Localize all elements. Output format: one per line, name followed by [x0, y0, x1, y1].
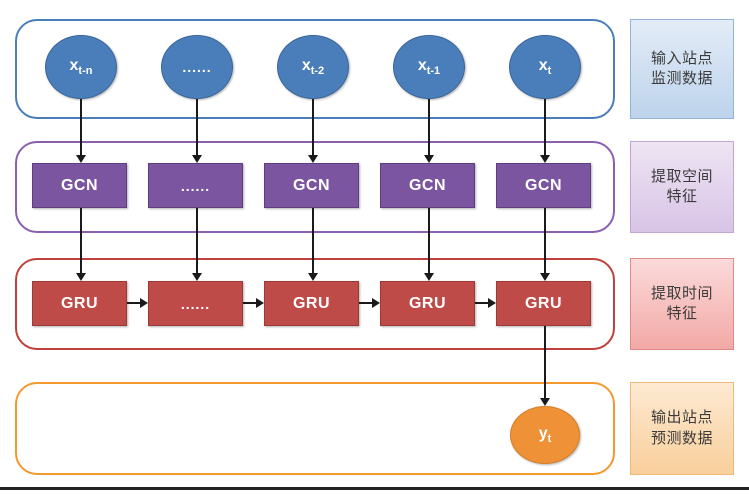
- caption-gcn: 提取空间 特征: [630, 141, 734, 233]
- arrow-head-input-2: [308, 155, 318, 163]
- arrow-head-output: [540, 398, 550, 406]
- gru-block-2-label: GRU: [292, 294, 331, 312]
- arrow-gru-4-to-output: [544, 326, 546, 400]
- gru-block-4: GRU: [496, 281, 591, 326]
- arrow-gcn-1-to-gru-1: [196, 208, 198, 275]
- output-node: yt: [510, 406, 580, 464]
- gru-block-1-label: ......: [180, 295, 211, 312]
- input-node-2: xt-2: [277, 35, 349, 99]
- gru-block-1: ......: [148, 281, 243, 326]
- arrow-input-0-to-gcn-0: [80, 99, 82, 157]
- arrow-input-2-to-gcn-2: [312, 99, 314, 157]
- arrow-head-gcn-2: [308, 273, 318, 281]
- gru-block-0-label: GRU: [60, 294, 99, 312]
- input-node-3: xt-1: [393, 35, 465, 99]
- input-node-0: xt-n: [45, 35, 117, 99]
- gcn-block-1-label: ......: [180, 177, 211, 194]
- gcn-block-0-label: GCN: [60, 176, 99, 194]
- gcn-block-2-label: GCN: [292, 176, 331, 194]
- caption-output: 输出站点 预测数据: [630, 382, 734, 475]
- gcn-block-2: GCN: [264, 163, 359, 208]
- arrow-head-gru-1-2: [256, 298, 264, 308]
- gru-block-4-label: GRU: [524, 294, 563, 312]
- gru-block-3-label: GRU: [408, 294, 447, 312]
- input-node-2-label: xt-2: [301, 56, 325, 78]
- arrow-head-gru-2-3: [372, 298, 380, 308]
- arrow-gcn-2-to-gru-2: [312, 208, 314, 275]
- stage-container-gru: [15, 258, 615, 350]
- arrow-input-4-to-gcn-4: [544, 99, 546, 157]
- arrow-head-input-3: [424, 155, 434, 163]
- caption-gru-text: 提取时间 特征: [650, 284, 713, 322]
- arrow-input-1-to-gcn-1: [196, 99, 198, 157]
- caption-gcn-text: 提取空间 特征: [650, 167, 713, 205]
- stage-container-input: [15, 19, 615, 119]
- gcn-block-3: GCN: [380, 163, 475, 208]
- arrow-gru-3-to-gru-4: [475, 302, 488, 304]
- caption-output-text: 输出站点 预测数据: [650, 409, 713, 447]
- gcn-block-0: GCN: [32, 163, 127, 208]
- arrow-head-input-0: [76, 155, 86, 163]
- input-node-1: ......: [161, 35, 233, 99]
- arrow-gcn-3-to-gru-3: [428, 208, 430, 275]
- arrow-gcn-4-to-gru-4: [544, 208, 546, 275]
- gru-block-2: GRU: [264, 281, 359, 326]
- caption-input: 输入站点 监测数据: [630, 19, 734, 119]
- arrow-head-input-1: [192, 155, 202, 163]
- gcn-block-1: ......: [148, 163, 243, 208]
- stage-container-gcn: [15, 141, 615, 233]
- arrow-head-gcn-0: [76, 273, 86, 281]
- caption-gru: 提取时间 特征: [630, 258, 734, 350]
- stage-container-output: [15, 382, 615, 475]
- bottom-divider: [0, 487, 749, 490]
- gru-block-0: GRU: [32, 281, 127, 326]
- arrow-input-3-to-gcn-3: [428, 99, 430, 157]
- arrow-head-gcn-3: [424, 273, 434, 281]
- input-node-3-label: xt-1: [417, 56, 441, 78]
- arrow-head-gru-3-4: [488, 298, 496, 308]
- gcn-block-3-label: GCN: [408, 176, 447, 194]
- arrow-gru-2-to-gru-3: [359, 302, 372, 304]
- gru-block-3: GRU: [380, 281, 475, 326]
- input-node-1-label: ......: [182, 59, 212, 75]
- caption-input-text: 输入站点 监测数据: [650, 49, 713, 87]
- arrow-gru-0-to-gru-1: [127, 302, 140, 304]
- arrow-head-gcn-1: [192, 273, 202, 281]
- input-node-4-label: xt: [538, 56, 552, 78]
- arrow-head-gcn-4: [540, 273, 550, 281]
- arrow-gcn-0-to-gru-0: [80, 208, 82, 275]
- arrow-head-gru-0-1: [140, 298, 148, 308]
- output-node-label: yt: [538, 424, 552, 446]
- input-node-4: xt: [509, 35, 581, 99]
- input-node-0-label: xt-n: [69, 56, 93, 78]
- arrow-gru-1-to-gru-2: [243, 302, 256, 304]
- gcn-block-4: GCN: [496, 163, 591, 208]
- gcn-block-4-label: GCN: [524, 176, 563, 194]
- arrow-head-input-4: [540, 155, 550, 163]
